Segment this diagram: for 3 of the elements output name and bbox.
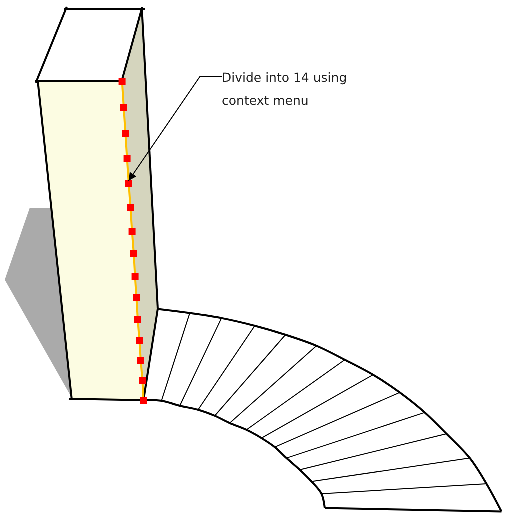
divided-edge xyxy=(118,78,148,404)
annotation-text: Divide into 14 using context menu xyxy=(222,66,394,112)
leader-line xyxy=(128,76,222,182)
